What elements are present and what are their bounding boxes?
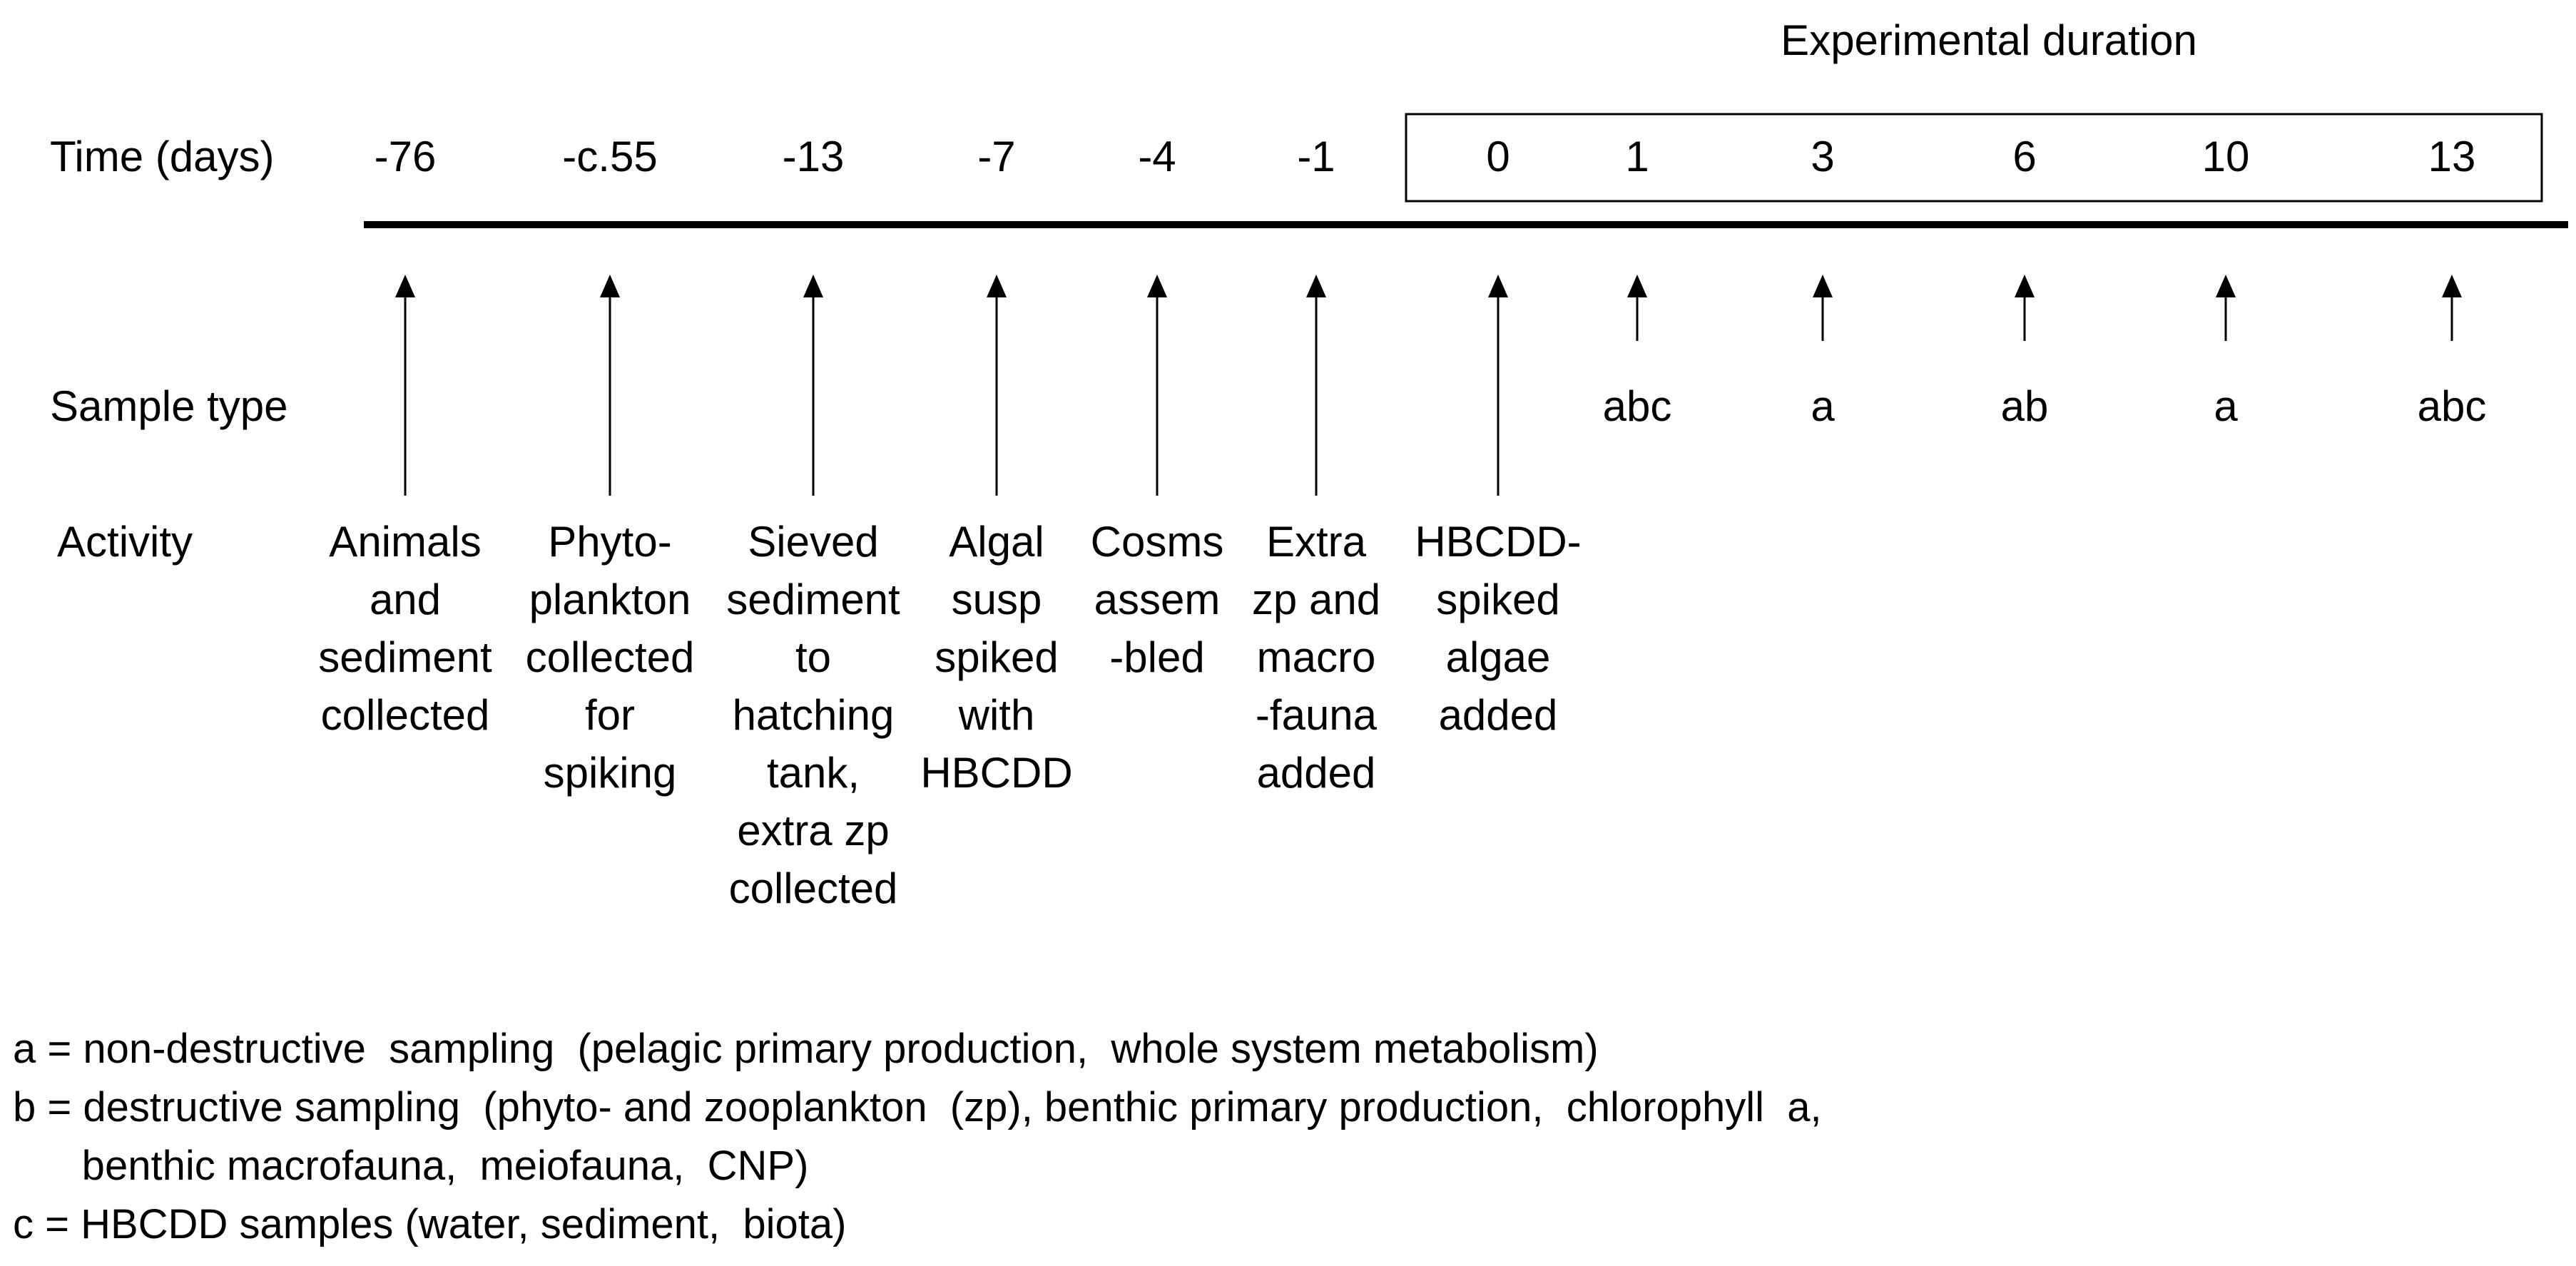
time-axis-label: Time (days) bbox=[50, 133, 274, 180]
arrowhead-icon bbox=[987, 275, 1007, 297]
time-tick-label: -1 bbox=[1297, 133, 1335, 180]
time-tick-label: -76 bbox=[375, 133, 437, 180]
sample-type-value: abc bbox=[2418, 382, 2487, 430]
activity-text-line: tank, bbox=[767, 749, 860, 797]
sample-type-value: ab bbox=[2001, 382, 2049, 430]
arrowhead-icon bbox=[2442, 275, 2462, 297]
activity-text-line: zp and bbox=[1252, 576, 1380, 623]
time-tick-label: 10 bbox=[2202, 133, 2250, 180]
activity-text-line: to bbox=[795, 633, 831, 681]
experimental-duration-label: Experimental duration bbox=[1781, 16, 2197, 64]
activity-text-line: added bbox=[1257, 749, 1376, 797]
legend-a: a = non-destructive sampling (pelagic pr… bbox=[13, 1026, 1599, 1072]
time-tick-label: -13 bbox=[783, 133, 845, 180]
experimental-duration-box bbox=[1405, 113, 2543, 203]
arrowhead-icon bbox=[2216, 275, 2236, 297]
activity-text-line: with bbox=[958, 691, 1035, 739]
legend-b: b = destructive sampling (phyto- and zoo… bbox=[13, 1084, 1822, 1130]
activity-text-line: hatching bbox=[733, 691, 895, 739]
activity-text-line: HBCDD- bbox=[1415, 518, 1581, 566]
sample-type-label: Sample type bbox=[50, 382, 288, 430]
activity-text-line: Algal bbox=[949, 518, 1044, 566]
time-tick-label: 3 bbox=[1811, 133, 1834, 180]
time-tick-label: -c.55 bbox=[562, 133, 657, 180]
arrowhead-icon bbox=[2015, 275, 2035, 297]
activity-text-line: macro bbox=[1257, 633, 1376, 681]
activity-text-line: assem bbox=[1094, 576, 1221, 623]
activity-text-line: added bbox=[1439, 691, 1558, 739]
activity-text-line: Phyto- bbox=[548, 518, 671, 566]
activity-text-line: -bled bbox=[1109, 633, 1204, 681]
sample-type-value: a bbox=[1811, 382, 1835, 430]
time-tick-label: -4 bbox=[1138, 133, 1176, 180]
arrowhead-icon bbox=[600, 275, 620, 297]
arrowhead-icon bbox=[1813, 275, 1833, 297]
time-tick-label: 6 bbox=[2012, 133, 2036, 180]
activity-text-line: for bbox=[585, 691, 635, 739]
activity-text-line: spiked bbox=[1436, 576, 1559, 623]
arrowhead-icon bbox=[1488, 275, 1508, 297]
timeline-entries: -76Animalsandsedimentcollected-c.55Phyto… bbox=[318, 133, 2486, 912]
activity-text-line: extra zp bbox=[737, 807, 889, 854]
activity-text-line: spiked bbox=[935, 633, 1058, 681]
time-tick-label: 13 bbox=[2428, 133, 2476, 180]
time-tick-label: 0 bbox=[1486, 133, 1510, 180]
arrowhead-icon bbox=[1627, 275, 1647, 297]
time-tick-label: -7 bbox=[977, 133, 1015, 180]
time-tick-label: 1 bbox=[1625, 133, 1649, 180]
activity-text-line: and bbox=[370, 576, 441, 623]
sample-type-value: a bbox=[2214, 382, 2238, 430]
activity-text-line: collected bbox=[321, 691, 490, 739]
activity-text-line: plankton bbox=[529, 576, 691, 623]
activity-text-line: sediment bbox=[726, 576, 900, 623]
activity-text-line: collected bbox=[729, 864, 898, 912]
activity-text-line: Cosms bbox=[1091, 518, 1224, 566]
arrowhead-icon bbox=[1147, 275, 1167, 297]
activity-label: Activity bbox=[57, 518, 193, 566]
activity-text-line: Sieved bbox=[748, 518, 878, 566]
legend-b-continued: benthic macrofauna, meiofauna, CNP) bbox=[13, 1143, 808, 1189]
activity-text-line: HBCDD bbox=[920, 749, 1072, 797]
activity-text-line: -fauna bbox=[1256, 691, 1378, 739]
activity-text-line: Animals bbox=[329, 518, 481, 566]
legend-c: c = HBCDD samples (water, sediment, biot… bbox=[13, 1201, 846, 1247]
activity-text-line: spiking bbox=[544, 749, 677, 797]
activity-text-line: sediment bbox=[318, 633, 492, 681]
arrowhead-icon bbox=[803, 275, 823, 297]
arrowhead-icon bbox=[395, 275, 415, 297]
activity-text-line: Extra bbox=[1266, 518, 1367, 566]
activity-text-line: algae bbox=[1446, 633, 1551, 681]
activity-text-line: collected bbox=[526, 633, 695, 681]
sample-type-value: abc bbox=[1603, 382, 1672, 430]
arrowhead-icon bbox=[1306, 275, 1326, 297]
activity-text-line: susp bbox=[952, 576, 1042, 623]
